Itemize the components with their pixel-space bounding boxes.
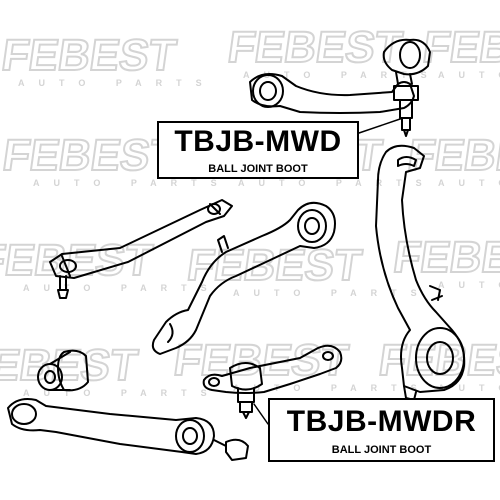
- watermark-brand: FEBEST: [0, 31, 179, 80]
- leader-line-bottom: [253, 403, 269, 425]
- watermark-tagline: AUTO PARTS: [23, 283, 221, 293]
- watermark-brand: FEBEST: [0, 341, 141, 390]
- watermark-brand: FEBEST: [0, 131, 180, 180]
- part-label-top: TBJB-MWD BALL JOINT BOOT: [157, 121, 359, 179]
- watermark-brand: FEBEST: [405, 131, 500, 180]
- stabilizer-link: [49, 199, 233, 299]
- part-description-bottom: BALL JOINT BOOT: [331, 444, 432, 456]
- watermark-tagline: AUTO PARTS: [243, 70, 441, 80]
- upper-control-arm: [249, 38, 431, 137]
- leader-line-top: [358, 117, 404, 134]
- watermark-tagline: AUTO PARTS: [438, 70, 500, 80]
- lower-arm-bottom: [7, 398, 249, 461]
- watermark-tagline: AUTO PARTS: [233, 288, 431, 298]
- watermark-brand: FEBEST: [376, 336, 500, 385]
- part-code-top: TBJB-MWD: [174, 125, 342, 158]
- watermark-tagline: AUTO PARTS: [438, 178, 500, 188]
- watermark-brand: FEBEST: [390, 233, 500, 282]
- watermark-tagline: AUTO PARTS: [233, 383, 431, 393]
- part-label-bottom: TBJB-MWDR BALL JOINT BOOT: [268, 398, 495, 462]
- watermark-tagline: AUTO PARTS: [33, 178, 231, 188]
- watermark-tagline: AUTO PARTS: [438, 280, 500, 290]
- part-description-top: BALL JOINT BOOT: [208, 163, 308, 175]
- bushing: [37, 349, 89, 392]
- watermark-brand: FEBEST: [184, 241, 364, 290]
- watermark-tagline: AUTO PARTS: [238, 178, 436, 188]
- lower-control-arm: [151, 201, 336, 355]
- watermark-brand: FEBEST: [420, 23, 500, 72]
- watermark-brand: FEBEST: [225, 23, 405, 72]
- ball-joint: [202, 344, 343, 419]
- part-code-bottom: TBJB-MWDR: [286, 405, 477, 438]
- watermark-tagline: AUTO PARTS: [438, 383, 500, 393]
- watermark-tagline: AUTO PARTS: [18, 78, 216, 88]
- watermark-tagline: AUTO PARTS: [23, 388, 221, 398]
